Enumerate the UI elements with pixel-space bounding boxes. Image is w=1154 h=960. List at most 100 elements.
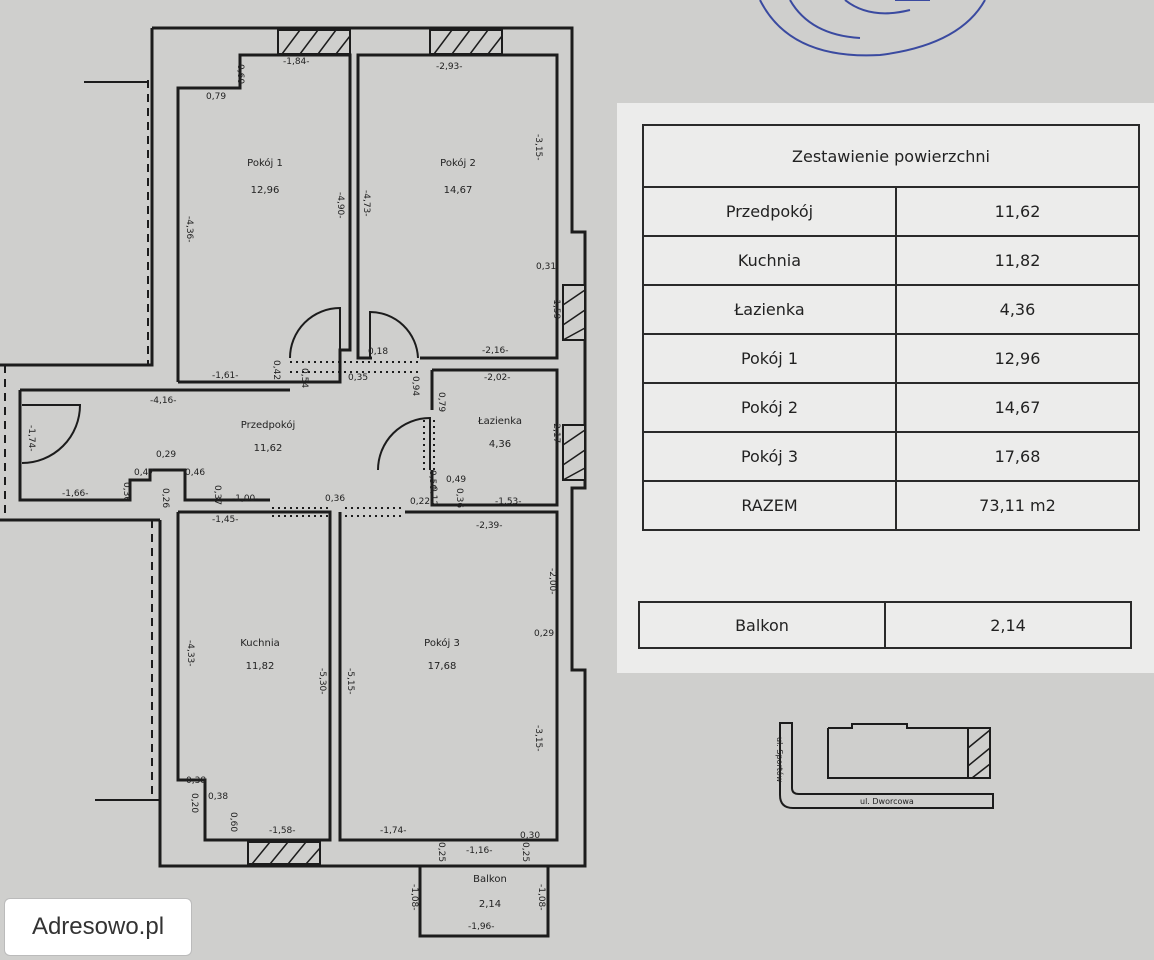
row-name: Pokój 3 bbox=[642, 431, 897, 482]
dimension-label: 0,94 bbox=[410, 376, 420, 397]
dimension-label: -5,30- bbox=[317, 668, 327, 695]
location-map bbox=[779, 722, 994, 809]
dimension-label: -1,58- bbox=[269, 826, 296, 836]
doors bbox=[21, 306, 431, 471]
dimension-label: -4,73- bbox=[361, 190, 371, 217]
street-label: ul. Sportów bbox=[775, 737, 784, 783]
dimension-label: 0,36 bbox=[454, 488, 464, 509]
dimension-label: -2,02- bbox=[484, 373, 511, 383]
row-name: Przedpokój bbox=[642, 186, 897, 237]
dimension-label: 0,30 bbox=[520, 831, 541, 841]
dimension-label: -4,36- bbox=[184, 216, 194, 243]
street-label: ul. Dworcowa bbox=[860, 797, 914, 806]
dimension-label: -2,17- bbox=[551, 420, 561, 447]
row-name: Pokój 2 bbox=[642, 382, 897, 433]
row-name: RAZEM bbox=[642, 480, 897, 531]
dimension-label: 0,35 bbox=[348, 373, 369, 383]
dimension-label: -1,00- bbox=[232, 494, 259, 504]
dimension-label: -1,08- bbox=[536, 884, 546, 911]
row-value: 17,68 bbox=[894, 431, 1141, 482]
window-hatch-lines bbox=[251, 29, 586, 865]
dimension-label: -1,59- bbox=[551, 296, 561, 323]
dimension-label: -1,53- bbox=[495, 497, 522, 507]
exterior-lines bbox=[84, 81, 160, 801]
row-value: 73,11 m2 bbox=[894, 480, 1141, 531]
dimension-label: -1,74- bbox=[26, 425, 36, 452]
dimension-label: -4,33- bbox=[185, 640, 195, 667]
dimension-label: -2,39- bbox=[476, 521, 503, 531]
dimension-label: 0,29 bbox=[534, 629, 555, 639]
row-value: 11,82 bbox=[894, 235, 1141, 286]
dimension-label: 0,38 bbox=[186, 776, 207, 786]
dimension-label: 0,49 bbox=[446, 475, 467, 485]
row-name: Łazienka bbox=[642, 284, 897, 335]
dimension-label: -1,45- bbox=[212, 515, 239, 525]
dimension-label: 0,20 bbox=[189, 793, 199, 814]
row-value: 4,36 bbox=[894, 284, 1141, 335]
dimension-label: -1,61- bbox=[212, 371, 239, 381]
dimension-label: -1,16- bbox=[466, 846, 493, 856]
dimension-label: 0,22 bbox=[410, 497, 431, 507]
dimension-label: 0,29 bbox=[156, 450, 177, 460]
row-value: 11,62 bbox=[894, 186, 1141, 237]
windows bbox=[247, 29, 586, 865]
dimension-label: -1,08- bbox=[409, 884, 419, 911]
dimension-label: 0,79 bbox=[436, 392, 446, 413]
dimension-label: 0,37 bbox=[212, 485, 222, 506]
stamp-fragment bbox=[759, 0, 986, 57]
dimension-label: 0,26 bbox=[160, 488, 170, 509]
dimension-label: -1,74- bbox=[380, 826, 407, 836]
row-value: 12,96 bbox=[894, 333, 1141, 384]
dimension-label: -1,66- bbox=[62, 489, 89, 499]
row-value: 2,14 bbox=[884, 601, 1132, 649]
dimension-label: 0,46 bbox=[185, 468, 206, 478]
dimension-label: -3,15- bbox=[533, 134, 543, 161]
dimension-label: -2,16- bbox=[482, 346, 509, 356]
dimension-label: 0,25 bbox=[520, 842, 530, 863]
dimension-label: 0,36 bbox=[121, 482, 131, 503]
dimension-label: -2,00- bbox=[547, 568, 557, 595]
row-name: Kuchnia bbox=[642, 235, 897, 286]
dimension-label: 0,42 bbox=[271, 360, 281, 381]
dimension-label: 0,54 bbox=[299, 368, 309, 389]
dimension-label: 0,31 bbox=[536, 262, 557, 272]
dimension-label: 0,36 bbox=[325, 494, 346, 504]
dimension-label: -1,96- bbox=[468, 922, 495, 932]
dimension-label: 0,18 bbox=[368, 347, 389, 357]
dimension-label: -4,90- bbox=[335, 192, 345, 219]
table-title: Zestawienie powierzchni bbox=[642, 124, 1140, 188]
dimension-label: -2,93- bbox=[436, 62, 463, 72]
dimension-label: 0,47 bbox=[134, 468, 155, 478]
dimension-label: 0,25 bbox=[436, 842, 446, 863]
row-value: 14,67 bbox=[894, 382, 1141, 433]
row-name: Pokój 1 bbox=[642, 333, 897, 384]
dimension-label: 0,50 bbox=[427, 470, 437, 491]
dimension-label: 0,79 bbox=[206, 92, 227, 102]
dimension-label: 0,38 bbox=[208, 792, 229, 802]
dimension-label: -3,15- bbox=[533, 725, 543, 752]
dimension-label: 0,60 bbox=[235, 64, 245, 85]
site-watermark[interactable]: Adresowo.pl bbox=[4, 898, 192, 956]
dimension-label: -5,15- bbox=[345, 668, 355, 695]
dimension-label: -4,16- bbox=[150, 396, 177, 406]
thresholds bbox=[272, 361, 435, 517]
dashed-outline bbox=[4, 80, 153, 800]
walls bbox=[0, 26, 587, 938]
